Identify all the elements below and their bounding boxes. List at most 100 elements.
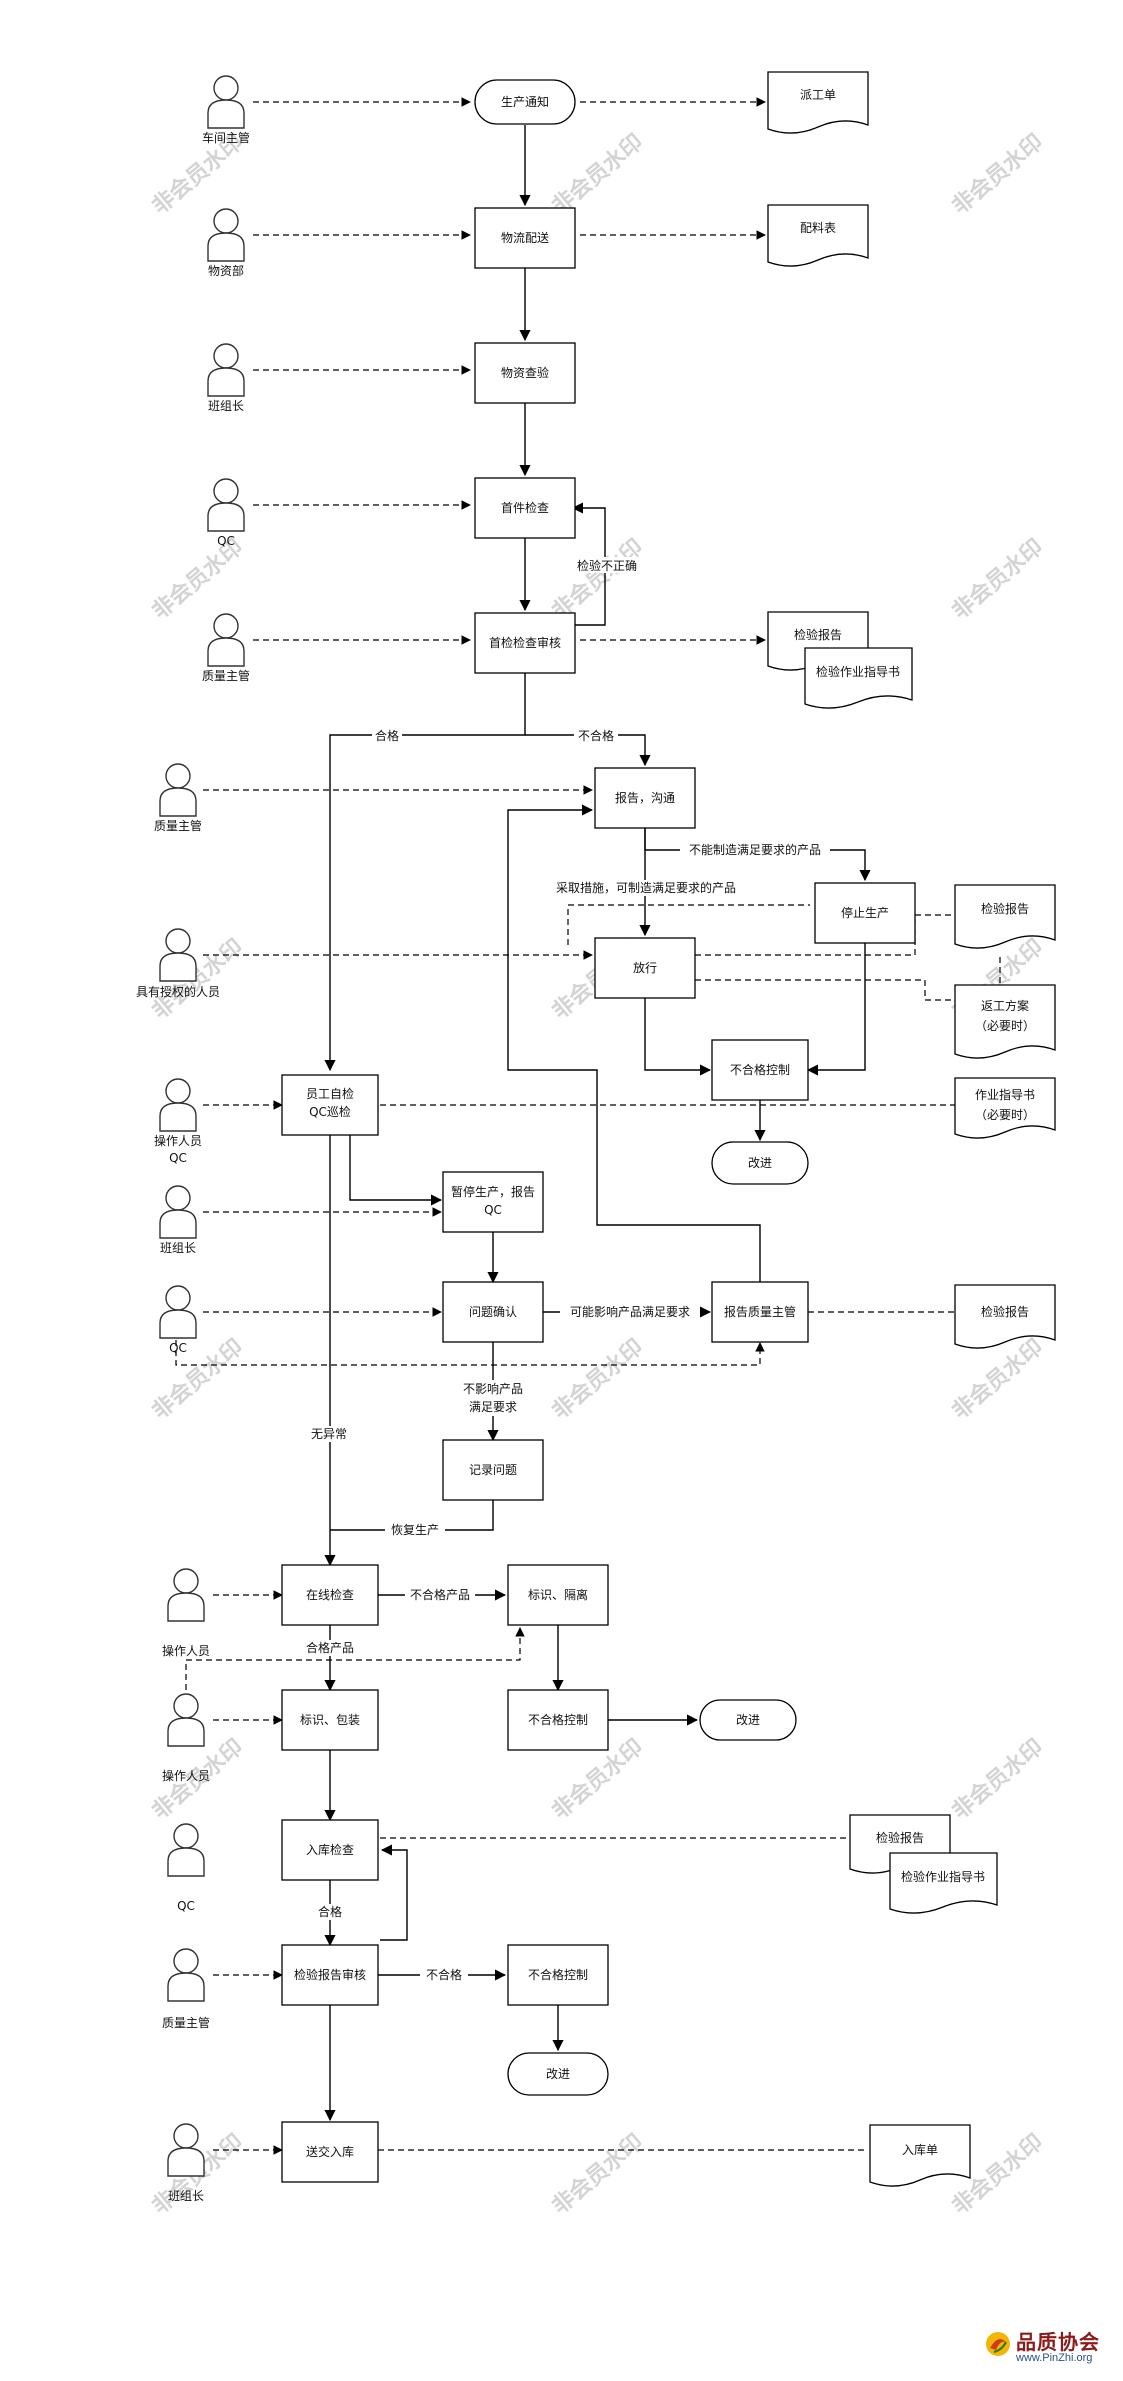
edge-label: 合格产品 [306, 1640, 354, 1655]
document-shape [954, 1077, 1056, 1139]
process-box [281, 2121, 379, 2183]
actors: 车间主管 物资部 班组长 QC 质量主管 质量主管 具有授权的人员 操作人员 Q… [136, 75, 250, 2203]
process-box [281, 1074, 379, 1136]
edge-label: 不合格 [426, 1967, 462, 1982]
watermark-text: 非会员水印 [947, 1734, 1048, 1825]
process-box [507, 1564, 609, 1626]
logo-site: www.PinZhi.org [1016, 2352, 1093, 2364]
watermark-text: 非会员水印 [947, 534, 1048, 625]
edge-label: 满足要求 [469, 1400, 517, 1414]
role-label: 班组长 [208, 399, 244, 413]
edge-label: 采取措施，可制造满足要求的产品 [556, 880, 736, 895]
process-box [711, 1039, 809, 1101]
actor-icon [159, 1285, 197, 1339]
edge-label: 可能影响产品满足要求 [570, 1304, 690, 1319]
process-box [442, 1171, 544, 1233]
actor-icon [167, 1948, 205, 2002]
document-shape [954, 1284, 1056, 1349]
actor-icon [167, 2123, 205, 2177]
edge-labels: 检验不正确 合格 不合格 不能制造满足要求的产品 采取措施，可制造满足要求的产品… [298, 557, 830, 1983]
actor-icon [207, 75, 245, 129]
watermark-text: 非会员水印 [147, 1334, 248, 1425]
edge-label: 不能制造满足要求的产品 [689, 842, 821, 857]
site-logo: 品质协会 www.PinZhi.org [980, 2324, 1120, 2374]
step-label: 在线检查 [306, 1587, 354, 1602]
document-label: 配料表 [800, 221, 836, 235]
step-label: 标识、隔离 [528, 1587, 588, 1602]
process-box [507, 1944, 609, 2006]
actor-icon [167, 1823, 205, 1877]
document-label: 检验报告 [794, 627, 842, 642]
actor-icon [207, 208, 245, 262]
watermark-text: 非会员水印 [547, 129, 648, 220]
step-label: 改进 [546, 2067, 570, 2081]
step-label: QC [484, 1203, 502, 1217]
role-label: 操作人员 [162, 1768, 210, 1783]
edge-label: 无异常 [311, 1427, 347, 1441]
edge-label: 不合格产品 [410, 1587, 470, 1602]
step-label: 问题确认 [469, 1305, 517, 1319]
role-label: 质量主管 [154, 818, 202, 833]
step-label: 不合格控制 [528, 1967, 588, 1982]
step-label: 不合格控制 [528, 1712, 588, 1727]
step-label: 改进 [736, 1713, 760, 1727]
document-label: 检验报告 [981, 901, 1029, 916]
step-label: 入库检查 [306, 1842, 354, 1857]
process-box [814, 882, 916, 944]
step-label: 物资查验 [501, 365, 549, 380]
document-label: （必要时） [975, 1108, 1035, 1122]
edge-label: 合格 [318, 1904, 342, 1919]
process-steps: 生产通知 物流配送 物资查验 首件检查 首检检查审核 报告，沟通 停止生产 放行… [281, 79, 916, 2183]
document-shape [954, 884, 1056, 949]
end-terminal [507, 2052, 609, 2096]
role-label: 具有授权的人员 [136, 984, 220, 999]
actor-icon [167, 1693, 205, 1747]
edge-label: 检验不正确 [577, 558, 637, 573]
watermark-text: 非会员水印 [547, 2129, 648, 2220]
actor-icon [167, 1568, 205, 1622]
role-label: 班组长 [168, 2189, 204, 2203]
step-label: 员工自检 [306, 1086, 354, 1101]
role-label: 物资部 [208, 263, 244, 278]
step-label: 不合格控制 [730, 1062, 790, 1077]
actor-icon [159, 928, 197, 982]
role-label: QC [217, 534, 235, 548]
actor-icon [207, 343, 245, 397]
step-label: 首件检查 [501, 500, 549, 515]
documents: 派工单 配料表 检验报告 检验作业指导书 检验报告 返工方案 （必要时） 作业指… [767, 71, 1056, 2187]
process-box [474, 612, 576, 674]
watermark-text: 非会员水印 [947, 129, 1048, 220]
step-label: 暂停生产，报告 [451, 1184, 535, 1199]
end-terminal [699, 1699, 797, 1741]
role-label: 操作人员 [162, 1643, 210, 1658]
step-label: 标识、包装 [300, 1713, 360, 1727]
step-label: 记录问题 [469, 1463, 517, 1477]
process-box [281, 1564, 379, 1626]
process-box [594, 937, 696, 999]
solid-connectors [324, 125, 871, 2122]
role-label: 班组长 [160, 1241, 196, 1255]
actor-icon [207, 613, 245, 667]
document-shape [804, 647, 913, 709]
process-box [474, 342, 576, 404]
step-label: 改进 [748, 1156, 772, 1170]
end-terminal [711, 1141, 809, 1185]
role-label: QC [169, 1151, 187, 1165]
document-label: 作业指导书 [975, 1087, 1035, 1102]
edge-label: 不合格 [578, 728, 614, 743]
step-label: 报告质量主管 [724, 1304, 796, 1319]
document-shape [869, 2124, 971, 2187]
process-box [594, 767, 696, 829]
process-box [474, 477, 576, 539]
edge-label: 不影响产品 [463, 1381, 523, 1396]
actor-icon [159, 1078, 197, 1132]
role-label: 车间主管 [202, 130, 250, 145]
actor-icon [159, 1185, 197, 1239]
step-label: QC巡检 [309, 1104, 351, 1119]
role-label: 质量主管 [202, 668, 250, 683]
document-shape [767, 204, 869, 267]
process-box [442, 1281, 544, 1343]
role-label: QC [177, 1899, 195, 1913]
process-box [281, 1819, 379, 1881]
